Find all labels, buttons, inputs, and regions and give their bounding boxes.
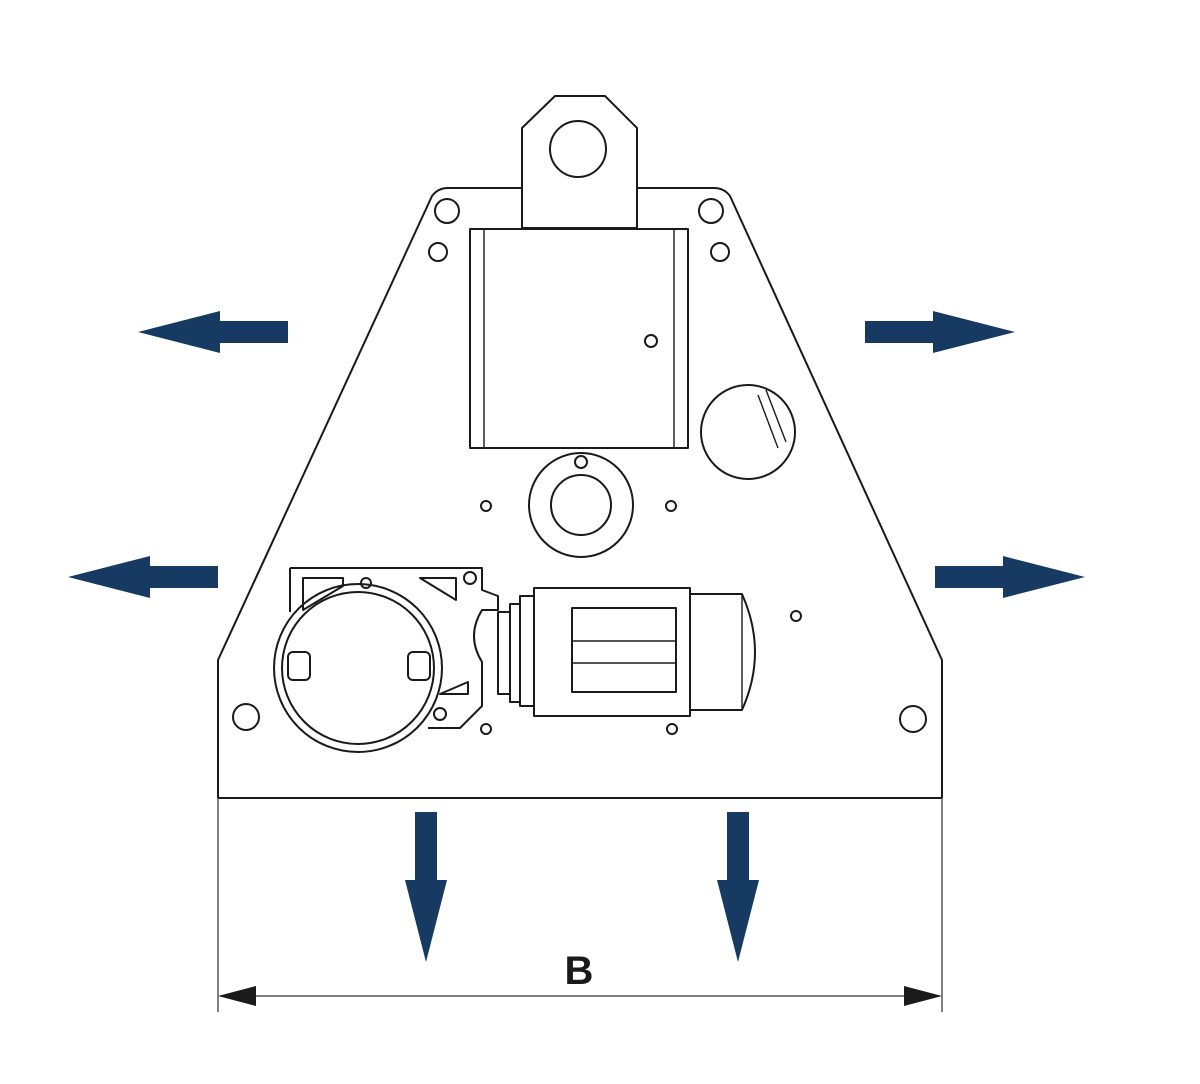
lifting-lug	[521, 95, 638, 229]
round-cover	[700, 384, 796, 480]
load-arrows	[68, 311, 1085, 962]
arrow-right-lower	[935, 556, 1085, 598]
arrow-left-lower	[68, 556, 218, 598]
arrow-down-left	[405, 812, 447, 962]
dimension-label: B	[565, 949, 594, 993]
upper-housing	[469, 228, 689, 449]
dimension-b: B	[217, 798, 943, 1012]
electric-motor	[533, 587, 756, 717]
center-bearing	[528, 452, 634, 558]
arrow-left-upper	[138, 311, 288, 353]
arrow-down-right	[717, 812, 759, 962]
arrow-right-upper	[865, 311, 1015, 353]
coupling	[497, 595, 535, 707]
mounting-holes	[232, 198, 927, 735]
base-plate	[217, 187, 943, 799]
gearbox	[273, 567, 499, 753]
